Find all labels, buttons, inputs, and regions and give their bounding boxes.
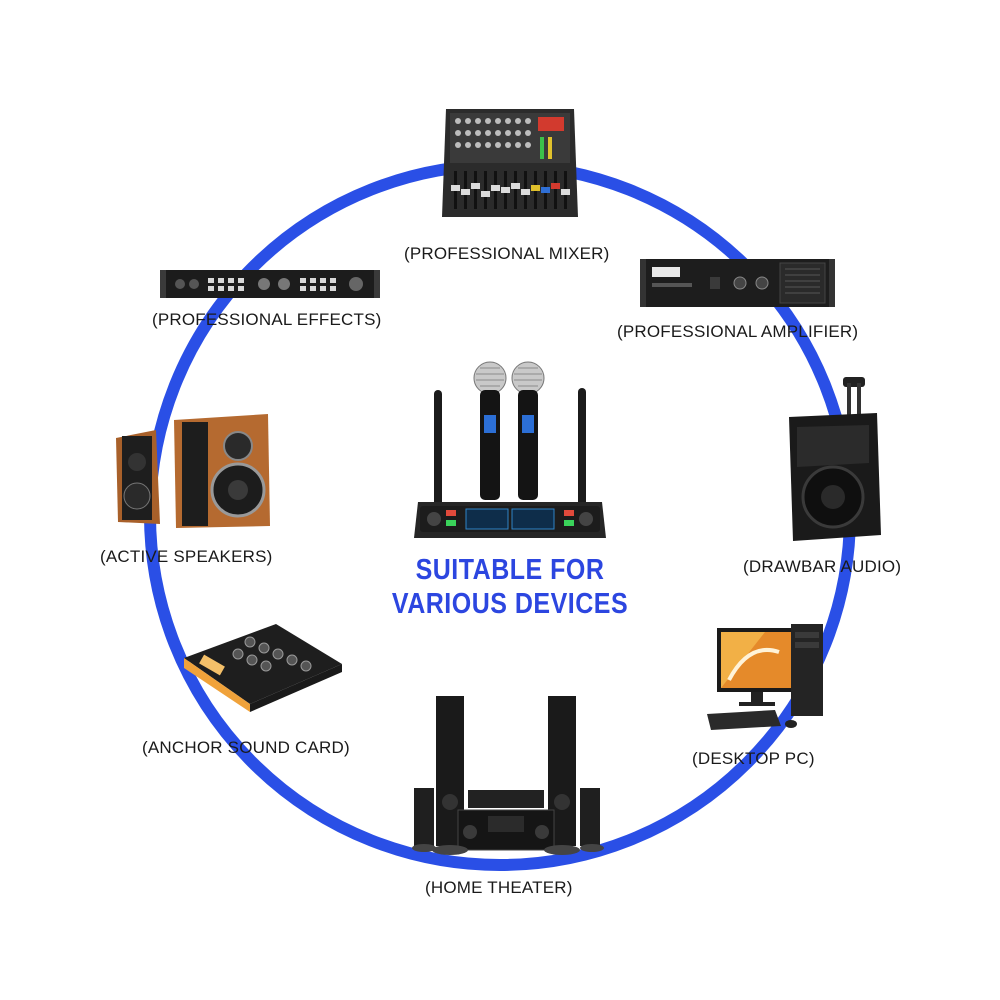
label-professional-amplifier: (PROFESSIONAL AMPLIFIER) <box>617 322 859 341</box>
sound-card-icon <box>184 624 342 712</box>
label-anchor-sound-card: (ANCHOR SOUND CARD) <box>142 738 350 757</box>
desktop-pc-icon <box>707 624 823 730</box>
wireless-microphone-system-icon <box>414 361 606 538</box>
label-professional-effects: (PROFESSIONAL EFFECTS) <box>152 310 382 329</box>
label-drawbar-audio: (DRAWBAR AUDIO) <box>743 557 902 576</box>
label-desktop-pc: (DESKTOP PC) <box>692 749 815 768</box>
active-speakers-icon <box>116 414 270 528</box>
home-theater-icon <box>412 696 604 855</box>
effects-unit-icon <box>160 270 380 298</box>
drawbar-speaker-icon <box>789 377 881 541</box>
amplifier-icon <box>640 259 835 307</box>
label-active-speakers: (ACTIVE SPEAKERS) <box>100 547 273 566</box>
headline-line-1: SUITABLE FOR <box>415 553 605 587</box>
label-home-theater: (HOME THEATER) <box>425 878 573 897</box>
headline-line-2: VARIOUS DEVICES <box>391 587 629 621</box>
mixer-icon <box>442 109 578 217</box>
label-professional-mixer: (PROFESSIONAL MIXER) <box>404 244 610 263</box>
